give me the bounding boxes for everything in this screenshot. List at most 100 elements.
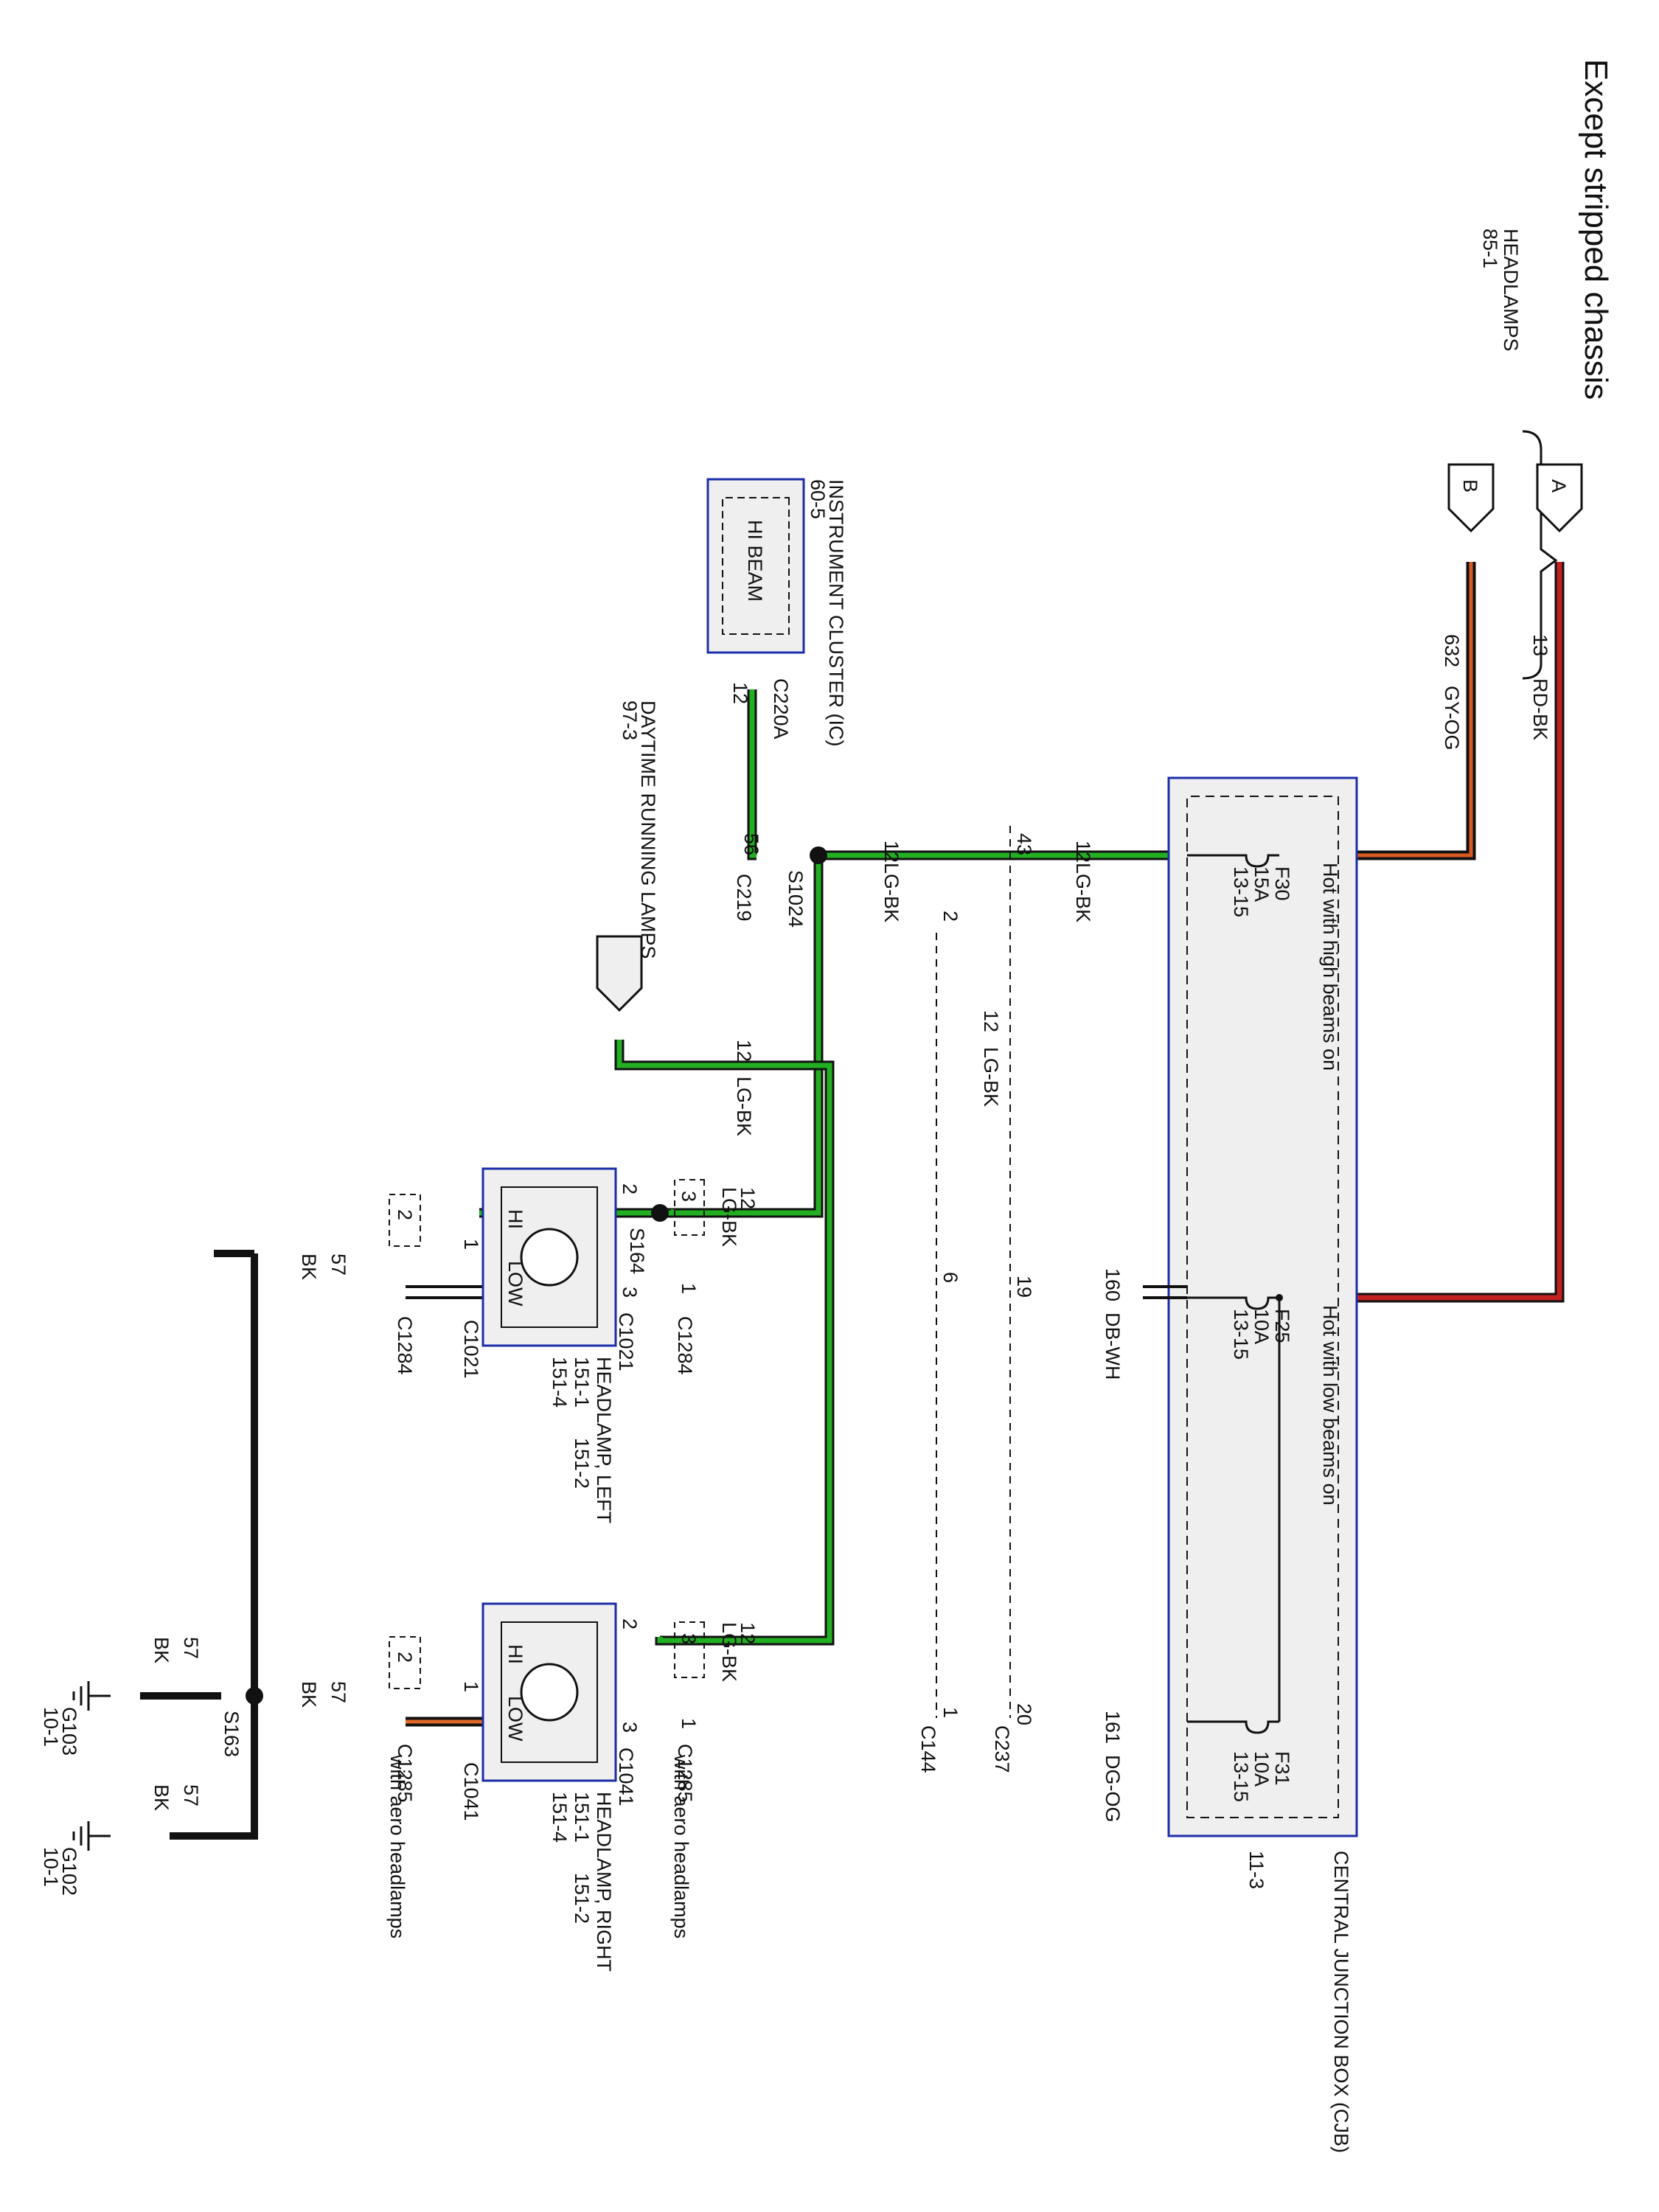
wire-12-circuit-e: 12 — [737, 1187, 759, 1209]
cjb-out-f25 — [1143, 1285, 1187, 1299]
headlamps-ref-page: 85-1 — [1479, 229, 1501, 268]
headlamp-right-bulb — [520, 1663, 579, 1722]
fuse-f30-symbol — [1187, 854, 1279, 868]
c1285-label-bottom: C1285 — [394, 1744, 416, 1803]
hi-beam-indicator-label: HI BEAM — [744, 520, 766, 602]
headlamp-right-page-2: 151-4 — [549, 1792, 571, 1843]
fuse-f30-page: 13-15 — [1230, 866, 1252, 917]
c1284-box-bottom — [389, 1194, 421, 1247]
fuse-f25-symbol — [1187, 1296, 1279, 1310]
cjb-hi-note: Hot with high beams on — [1319, 863, 1341, 1071]
c1041-pin-2: 2 — [619, 1618, 641, 1630]
c237-label: C237 — [991, 1725, 1013, 1773]
connector-b-label: B — [1459, 479, 1481, 493]
instrument-cluster-box — [706, 478, 805, 654]
c1041-pin-3: 3 — [619, 1722, 641, 1733]
c1285-pin-1: 1 — [678, 1718, 700, 1729]
headlamp-right-name: HEADLAMP, RIGHT — [593, 1792, 615, 1972]
source-brace — [1522, 430, 1558, 680]
page-title: Except stripped chassis — [1578, 59, 1614, 400]
wire-12-circuit-b: 12 — [880, 841, 902, 863]
wire-57-circuit-c: 57 — [180, 1637, 202, 1659]
wire-57-circuit-b: 57 — [327, 1681, 349, 1703]
wire-12-color-f: LG-BK — [718, 1622, 740, 1682]
wire-632-color: GY-OG — [1441, 686, 1463, 751]
ground-g102-symbol — [72, 1821, 111, 1851]
cluster-name: INSTRUMENT CLUSTER (IC) — [825, 479, 847, 747]
splice-s164 — [651, 1204, 669, 1222]
wire-13-circuit: 13 — [1529, 634, 1551, 656]
headlamp-left-page-3: 151-2 — [571, 1438, 593, 1489]
c237-pin-19: 19 — [1013, 1276, 1035, 1298]
aero-note-top: with aero headlamps — [670, 1754, 692, 1938]
wire-12-lg-bk — [479, 689, 1187, 1646]
headlamp-right-page-3: 151-2 — [571, 1873, 593, 1924]
c219-pin: 56 — [740, 833, 762, 855]
ground-g103-name: G103 — [58, 1707, 80, 1756]
headlamp-left-bulb — [520, 1228, 579, 1287]
cjb-bus-node — [1276, 1294, 1283, 1301]
headlamp-right-inner — [501, 1621, 598, 1763]
wire-12-color-b: LG-BK — [880, 863, 902, 922]
c1285-pin-2: 2 — [394, 1652, 416, 1663]
fuse-f25-id: F25 — [1271, 1309, 1293, 1343]
headlamp-left-page-1: 151-1 — [571, 1357, 593, 1408]
headlamps-ref-name: HEADLAMPS — [1500, 229, 1522, 352]
connector-b-shape — [1447, 463, 1495, 533]
wire-12-circuit-c: 12 — [980, 1010, 1002, 1032]
c1021-pin-1: 1 — [460, 1239, 482, 1250]
c219-label: C219 — [733, 874, 755, 922]
fuse-f30-id: F30 — [1271, 866, 1293, 901]
cjb-inner — [1186, 796, 1339, 1818]
cluster-page: 60-5 — [807, 479, 829, 519]
c237-pin-43: 43 — [1013, 833, 1035, 855]
splice-s1024 — [810, 846, 827, 864]
ground-g102-name: G102 — [58, 1847, 80, 1896]
splice-s163-label: S163 — [220, 1711, 243, 1757]
instrument-cluster-inner — [722, 497, 790, 635]
drl-name: DAYTIME RUNNING LAMPS — [637, 700, 659, 959]
c1285-label-top: C1285 — [674, 1744, 696, 1803]
c1041-pin-1: 1 — [460, 1681, 482, 1692]
splice-s163 — [246, 1687, 263, 1705]
c144-pin-6: 6 — [939, 1272, 961, 1283]
fuse-f31-id: F31 — [1271, 1751, 1293, 1786]
cjb-name: CENTRAL JUNCTION BOX (CJB) — [1330, 1851, 1352, 2153]
c1041-label-top: C1041 — [615, 1747, 637, 1806]
wire-12-circuit-d: 12 — [733, 1040, 755, 1062]
cluster-connector-pin: 12 — [729, 682, 751, 704]
c1284-label-bottom: C1284 — [394, 1316, 416, 1375]
c1284-label-top: C1284 — [674, 1316, 696, 1375]
fuse-f30-rating: 15A — [1251, 866, 1273, 902]
fuse-f31-rating: 10A — [1251, 1751, 1273, 1787]
wire-12-color-a: LG-BK — [1072, 863, 1094, 922]
wire-161-circuit: 161 — [1102, 1711, 1124, 1744]
wire-12-circuit-f: 12 — [737, 1622, 759, 1644]
wire-13-color: RD-BK — [1529, 678, 1551, 740]
aero-note-bottom: with aero headlamps — [386, 1754, 408, 1938]
headlamp-left-inner — [501, 1186, 598, 1328]
drl-connector — [596, 935, 643, 1012]
c144-pin-1: 1 — [939, 1707, 961, 1718]
headlamp-left-hi: HI — [504, 1209, 526, 1229]
wire-12-color-e: LG-BK — [718, 1187, 740, 1247]
c1284-pin-2: 2 — [394, 1209, 416, 1220]
wire-57-color-c: BK — [150, 1637, 173, 1663]
c1284-pin-1: 1 — [678, 1283, 700, 1294]
wire-12-circuit-a: 12 — [1072, 841, 1094, 863]
c1021-pin-2: 2 — [619, 1183, 641, 1194]
wire-57-circuit-a: 57 — [327, 1253, 349, 1276]
splice-s164-label: S164 — [626, 1228, 648, 1274]
c1285-pin-3: 3 — [678, 1633, 700, 1644]
ground-g103-symbol — [72, 1681, 111, 1711]
c1284-box-top — [674, 1179, 705, 1236]
connector-a-label: A — [1548, 479, 1570, 493]
c144-label: C144 — [917, 1725, 939, 1773]
fuse-f25-rating: 10A — [1251, 1309, 1273, 1344]
wire-57-color-a: BK — [298, 1253, 320, 1280]
wire-161-color: DG-OG — [1102, 1755, 1124, 1823]
ground-g102-page: 10-1 — [40, 1847, 62, 1887]
headlamp-right-hi: HI — [504, 1644, 526, 1664]
headlamp-left-page-2: 151-4 — [549, 1357, 571, 1408]
